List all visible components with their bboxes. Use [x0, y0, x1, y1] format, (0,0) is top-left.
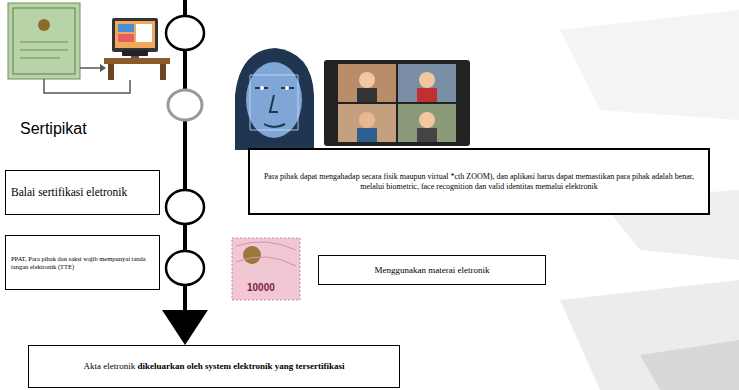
- box-text: Para pihak dapat mengahadap secara fisik…: [264, 172, 694, 191]
- box-text: Akta eletronikdikeluarkan oleh system el…: [34, 361, 394, 372]
- box-text: Para pihak dapat mengahadap secara fisik…: [255, 172, 703, 191]
- box-text: PPAT, Para pihak dan saksi wajib mempuny…: [11, 255, 146, 270]
- box-text: Menggunakan materai eletronik: [375, 265, 490, 275]
- box-text: Balai sertifikasi eletronik: [11, 186, 154, 200]
- process-box: Balai sertifikasi eletronik: [5, 170, 160, 215]
- process-box: PPAT, Para pihak dan saksi wajib mempuny…: [5, 235, 160, 290]
- note-box: Menggunakan materai eletronik: [318, 255, 546, 285]
- stamp-value: 10000: [247, 282, 275, 293]
- box-text-bold: dikeluarkan oleh system elektronik yang …: [137, 361, 344, 371]
- box-text: PPAT, Para pihak dan saksi wajib mempuny…: [11, 255, 154, 271]
- box-text: Akta eletronik: [83, 361, 135, 371]
- result-box: Akta eletronikdikeluarkan oleh system el…: [28, 345, 400, 388]
- box-text: Balai sertifikasi eletronik: [11, 186, 127, 198]
- process-box: Para pihak dapat mengahadap secara fisik…: [248, 148, 710, 215]
- section-label: Sertipikat: [20, 120, 87, 138]
- box-text: Menggunakan materai eletronik: [324, 265, 540, 276]
